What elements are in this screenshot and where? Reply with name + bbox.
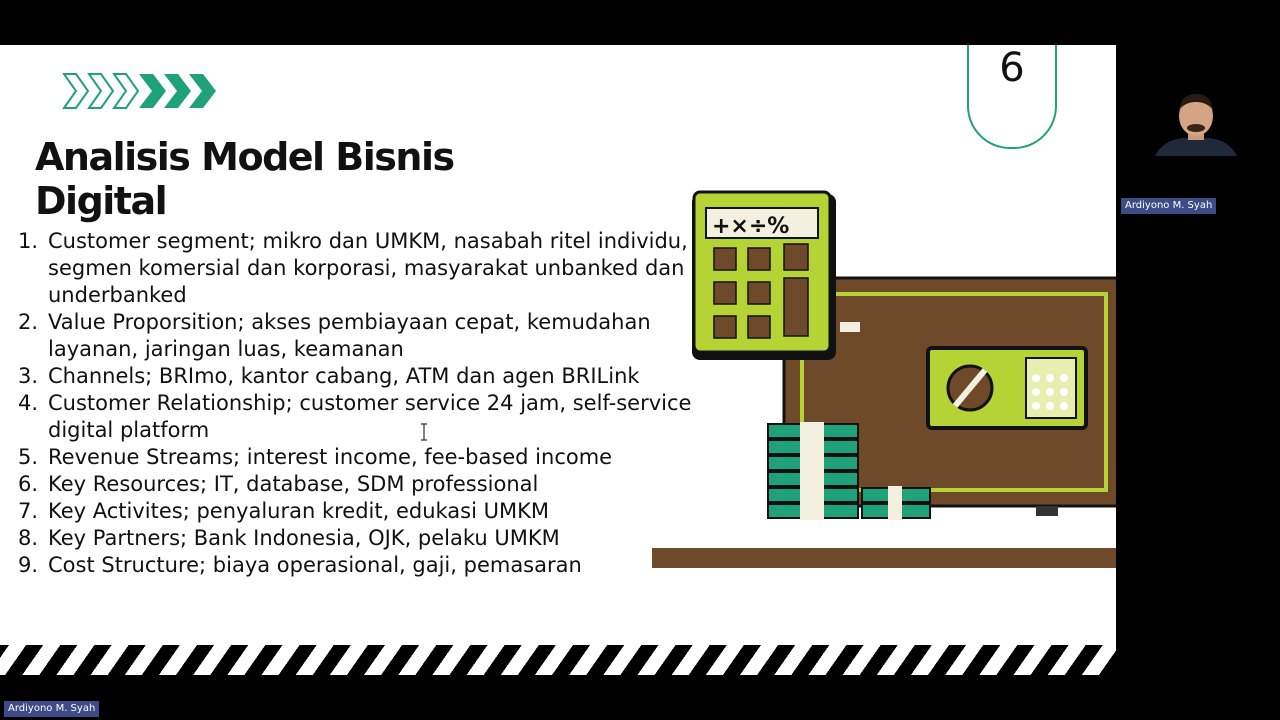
chevron-arrows-icon	[62, 73, 216, 109]
safe-calculator-illustration: +×÷%	[652, 190, 1116, 568]
safe-icon	[782, 276, 1116, 516]
list-item: 9.Cost Structure; biaya operasional, gaj…	[18, 553, 582, 577]
presentation-slide: 6 Analisis Model Bisnis Digital 1.Custom…	[0, 45, 1116, 645]
svg-text:+×÷%: +×÷%	[712, 214, 789, 239]
list-item: 6.Key Resources; IT, database, SDM profe…	[18, 472, 539, 496]
calculator-icon: +×÷%	[692, 190, 836, 360]
speaker-video-tile[interactable]	[1153, 90, 1239, 156]
text-cursor-icon	[421, 423, 427, 441]
list-item: 4.Customer Relationship; customer servic…	[18, 391, 692, 442]
list-item: 5.Revenue Streams; interest income, fee-…	[18, 445, 613, 469]
shelf-icon	[652, 548, 1116, 568]
list-item: 8.Key Partners; Bank Indonesia, OJK, pel…	[18, 526, 560, 550]
slide-title: Analisis Model Bisnis Digital	[35, 135, 455, 223]
slide-title-line-1: Analisis Model Bisnis	[35, 135, 455, 179]
list-item: 7.Key Activites; penyaluran kredit, eduk…	[18, 499, 550, 523]
list-item: 1.Customer segment; mikro dan UMKM, nasa…	[18, 229, 688, 307]
striped-footer-band	[0, 645, 1116, 675]
speaker-name-tag: Ardiyono M. Syah	[1121, 198, 1217, 214]
money-stack-icon	[767, 422, 931, 520]
list-item: 2.Value Proporsition; akses pembiayaan c…	[18, 310, 651, 361]
page-number: 6	[999, 45, 1025, 91]
slide-title-line-2: Digital	[35, 179, 168, 223]
self-name-tag: Ardiyono M. Syah	[4, 701, 100, 717]
business-model-list: 1.Customer segment; mikro dan UMKM, nasa…	[18, 228, 698, 579]
page-number-badge: 6	[967, 45, 1057, 149]
list-item: 3.Channels; BRImo, kantor cabang, ATM da…	[18, 364, 640, 388]
